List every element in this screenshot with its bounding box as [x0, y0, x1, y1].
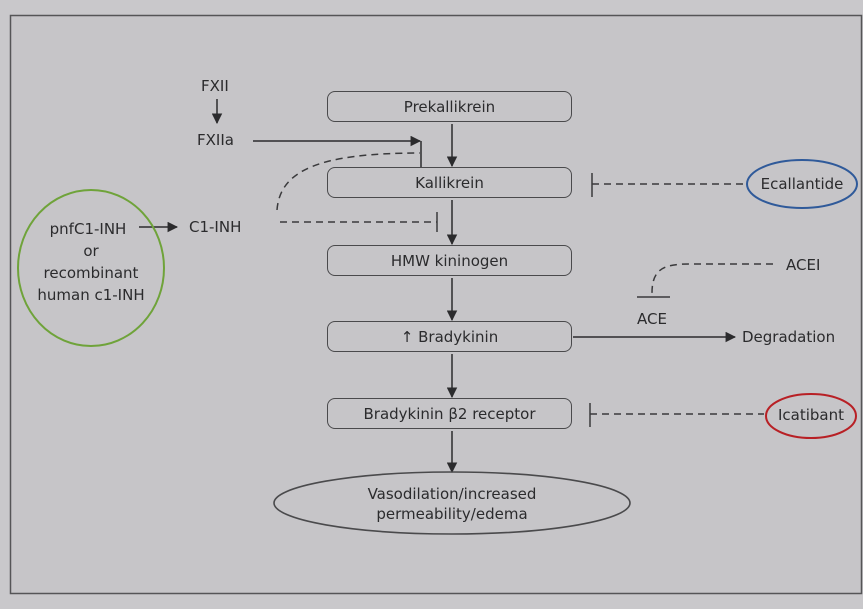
therapy-line-2: or	[83, 242, 99, 260]
node-label: Prekallikrein	[403, 97, 496, 116]
therapy-line-1: pnfC1-INH	[49, 220, 127, 238]
label-acei: ACEI	[786, 256, 821, 274]
outcome-line-1: Vasodilation/increased	[367, 485, 537, 503]
label-fxiia: FXIIa	[197, 131, 234, 149]
node-label: Kallikrein	[415, 173, 484, 192]
node-outcome: Vasodilation/increased permeability/edem…	[302, 484, 602, 524]
node-label: ↑ Bradykinin	[400, 327, 499, 346]
node-prekallikrein: Prekallikrein	[327, 91, 572, 122]
c1inh-inhibit-fxiia-line	[276, 152, 421, 211]
label-fxii: FXII	[201, 77, 229, 95]
node-b2-receptor: Bradykinin β2 receptor	[327, 398, 572, 429]
therapy-line-4: human c1-INH	[37, 286, 145, 304]
label-degradation: Degradation	[742, 328, 836, 346]
acei-inhibit-line	[651, 263, 773, 294]
node-bradykinin: ↑ Bradykinin	[327, 321, 572, 352]
label-ecallantide: Ecallantide	[760, 175, 844, 193]
label-icatibant: Icatibant	[777, 406, 844, 424]
outcome-ellipse	[273, 471, 631, 535]
therapy-line-3: recombinant	[43, 264, 139, 282]
node-label: Bradykinin β2 receptor	[363, 404, 536, 423]
label-c1inh: C1-INH	[189, 218, 242, 236]
icatibant-ellipse	[765, 393, 857, 439]
node-c1-therapy: pnfC1-INH or recombinant human c1-INH	[16, 218, 166, 306]
node-hmw-kininogen: HMW kininogen	[327, 245, 572, 276]
node-label: HMW kininogen	[390, 251, 509, 270]
label-ace: ACE	[637, 310, 667, 328]
c1-therapy-circle	[17, 189, 165, 347]
figure-frame	[9, 14, 863, 595]
node-kallikrein: Kallikrein	[327, 167, 572, 198]
ecallantide-ellipse	[746, 159, 858, 209]
outcome-line-2: permeability/edema	[376, 505, 528, 523]
